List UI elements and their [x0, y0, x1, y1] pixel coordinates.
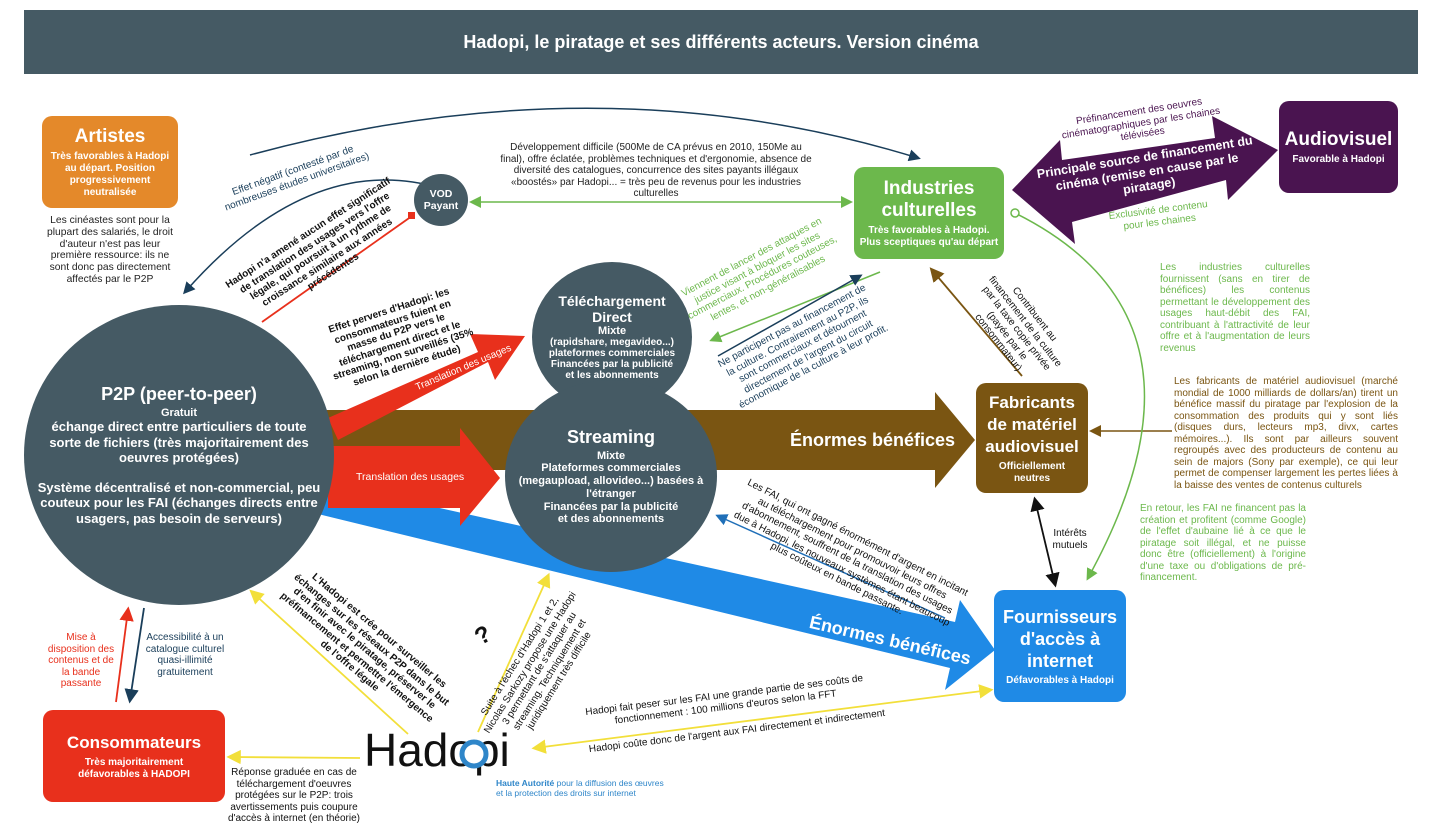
accessibilite-note: Accessibilité à un catalogue culturel qu… — [145, 632, 225, 678]
hadopi-p2p-arrow — [249, 589, 409, 735]
streaming-abonnements: et des abonnements — [557, 513, 665, 525]
hadopi-logo-tagline: Haute Autorité pour la diffusion des œuv… — [496, 778, 664, 798]
diagram-title: Hadopi, le piratage et ses différents ac… — [24, 10, 1418, 74]
hadopi-tagline-line2: et la protection des droits sur internet — [496, 788, 636, 798]
interets-arrow — [1030, 496, 1060, 588]
telechargement-exemples: (rapidshare, megavideo...) — [550, 337, 674, 348]
fabricants-note: Les fabricants de matériel audiovisuel (… — [1174, 376, 1398, 491]
fai-subtitle: Défavorables à Hadopi — [1006, 674, 1114, 686]
streaming-plateformes: Plateformes commerciales (megaupload, al… — [518, 462, 704, 500]
consommateurs-subtitle: Très majoritairement défavorables à HADO… — [78, 756, 190, 780]
p2p-gratuit: Gratuit — [160, 407, 198, 419]
consommateurs-title: Consommateurs — [66, 732, 202, 752]
translation-arrow-streaming — [328, 428, 500, 526]
ne-participent-arrow — [717, 274, 863, 357]
p2p-circle: P2P (peer-to-peer) Gratuit échange direc… — [24, 305, 334, 605]
artistes-industries-arc — [249, 107, 921, 162]
effet-negatif-arrow — [183, 179, 441, 295]
p2p-title: P2P (peer-to-peer) — [101, 384, 257, 404]
hadopi-tagline-rest: pour la diffusion des œuvres — [554, 778, 664, 788]
fabricants-subtitle: Officiellement neutres — [998, 460, 1066, 484]
streaming-circle: Streaming Mixte Plateformes commerciales… — [505, 380, 717, 572]
translation-arrow-telechargement — [328, 334, 525, 440]
enormes-benefices-label-1: Énormes bénéfices — [790, 430, 956, 450]
streaming-mixte: Mixte — [596, 450, 626, 462]
en-retour-note: En retour, les FAI ne financent pas la c… — [1140, 503, 1306, 583]
les-fai-arrow — [715, 514, 946, 619]
telechargement-plateformes: plateformes commerciales — [548, 348, 676, 359]
hadopi-logo: Hadopi Haute Autorité pour la diffusion … — [364, 727, 664, 807]
fai-box: Fournisseurs d'accès à internet Défavora… — [994, 590, 1126, 702]
hadopi-logo-circle-icon — [459, 739, 489, 769]
fabricants-title: Fabricants de matériel audiovisuel — [985, 392, 1079, 456]
translation-label-streaming: Translation des usages — [356, 471, 465, 483]
mise-disposition-arrow — [115, 606, 134, 703]
artistes-note: Les cinéastes sont pour la plupart des s… — [47, 215, 173, 285]
mise-disposition-note: Mise à disposition des contenus et de la… — [47, 632, 115, 689]
telechargement-financees: Financées par la publicité — [550, 359, 674, 370]
hadopi-streaming-arrow — [477, 572, 551, 733]
interets-note: Intérêts mutuels — [1052, 528, 1088, 551]
p2p-echange: échange direct entre particuliers de tou… — [49, 419, 309, 465]
telechargement-title: Téléchargement Direct — [558, 293, 666, 325]
industries-subtitle: Très favorables à Hadopi. Plus sceptique… — [859, 224, 999, 248]
fai-title: Fournisseurs d'accès à internet — [1002, 606, 1118, 671]
industries-title: Industries culturelles — [881, 177, 977, 221]
telechargement-mixte: Mixte — [597, 325, 627, 337]
artistes-subtitle: Très favorables à Hadopi au départ. Posi… — [50, 150, 170, 198]
audiovisuel-subtitle: Favorable à Hadopi — [1292, 153, 1385, 165]
fabricants-box: Fabricants de matériel audiovisuel Offic… — [976, 383, 1088, 493]
audiovisuel-purple-arrow — [1012, 116, 1278, 244]
artistes-title: Artistes — [74, 125, 146, 147]
vod-circle: VOD Payant — [414, 174, 468, 226]
accessibilite-arrow — [124, 607, 145, 704]
p2p-systeme: Système décentralisé et non-commercial, … — [37, 479, 321, 526]
hadopi-tagline-bold: Haute Autorité — [496, 778, 555, 788]
consommateurs-box: Consommateurs Très majoritairement défav… — [43, 710, 225, 802]
vod-note: Développement difficile (500Me de CA pré… — [500, 142, 812, 199]
reponse-graduee-note: Réponse graduée en cas de téléchargement… — [228, 767, 360, 824]
hadopi-consommateurs-arrow — [226, 749, 361, 765]
enormes-benefices-blue-arrow — [318, 482, 995, 690]
streaming-title: Streaming — [566, 427, 656, 447]
vod-title: VOD Payant — [423, 188, 459, 212]
industries-fournissent-note: Les industries culturelles fournissent (… — [1160, 262, 1310, 354]
contribuent-arrow — [929, 267, 1023, 377]
streaming-financees: Financées par la publicité — [543, 501, 679, 513]
telechargement-abonnements: et les abonnements — [565, 370, 659, 381]
hadopi-fai-arrow — [531, 684, 994, 754]
artistes-box: Artistes Très favorables à Hadopi au dép… — [42, 116, 178, 208]
audiovisuel-title: Audiovisuel — [1284, 128, 1393, 150]
hadopi-aucun-line — [261, 215, 413, 323]
industries-box: Industries culturelles Très favorables à… — [854, 167, 1004, 259]
industries-fai-curve — [1014, 212, 1146, 581]
audiovisuel-box: Audiovisuel Favorable à Hadopi — [1279, 101, 1398, 193]
